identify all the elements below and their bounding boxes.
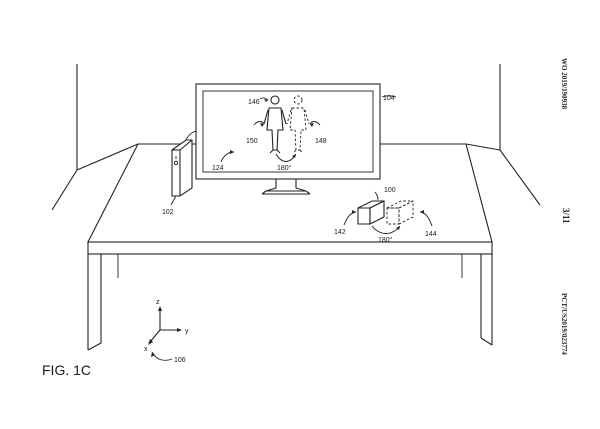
axis-label-z: z [156,299,160,306]
ref-label-124: 124 [212,165,224,172]
avatar-rotated-figure [286,95,310,154]
ref-label-106: 106 [174,357,186,364]
ref-label-150: 150 [246,138,258,145]
monitor-screen [202,90,374,173]
angle-label-cube: 180° [378,236,393,244]
ref-label-102: 102 [162,209,174,216]
table-front-edge [87,241,493,255]
axis-label-y: y [185,328,189,335]
ref-label-100: 100 [384,187,396,194]
object-cube-rotated [386,200,414,225]
room-walls [51,64,541,211]
ref-label-142: 142 [334,229,346,236]
screen-rotation-arrows [220,97,321,163]
coordinate-axes [148,306,182,361]
ref-label-144: 144 [425,231,437,238]
publication-number: WO 2019/190938 [560,58,568,110]
console-device [170,130,201,206]
object-cube [357,200,385,225]
ref-label-104: 104 [383,95,395,102]
ref-label-148: 148 [315,138,327,145]
application-number: PCT/US2019/023774 [560,293,568,355]
cube-rotation-arrows [343,191,433,234]
figure-label: FIG. 1C [42,362,91,378]
display-monitor [195,83,381,195]
ref-label-146: 146 [248,99,260,106]
angle-label-screen: 180° [277,164,292,172]
console-power-icon [173,160,179,166]
leader-104 [381,95,397,98]
axis-label-x: x [144,346,148,353]
avatar-figure [263,95,287,154]
sheet-number: 3/11 [561,208,571,224]
